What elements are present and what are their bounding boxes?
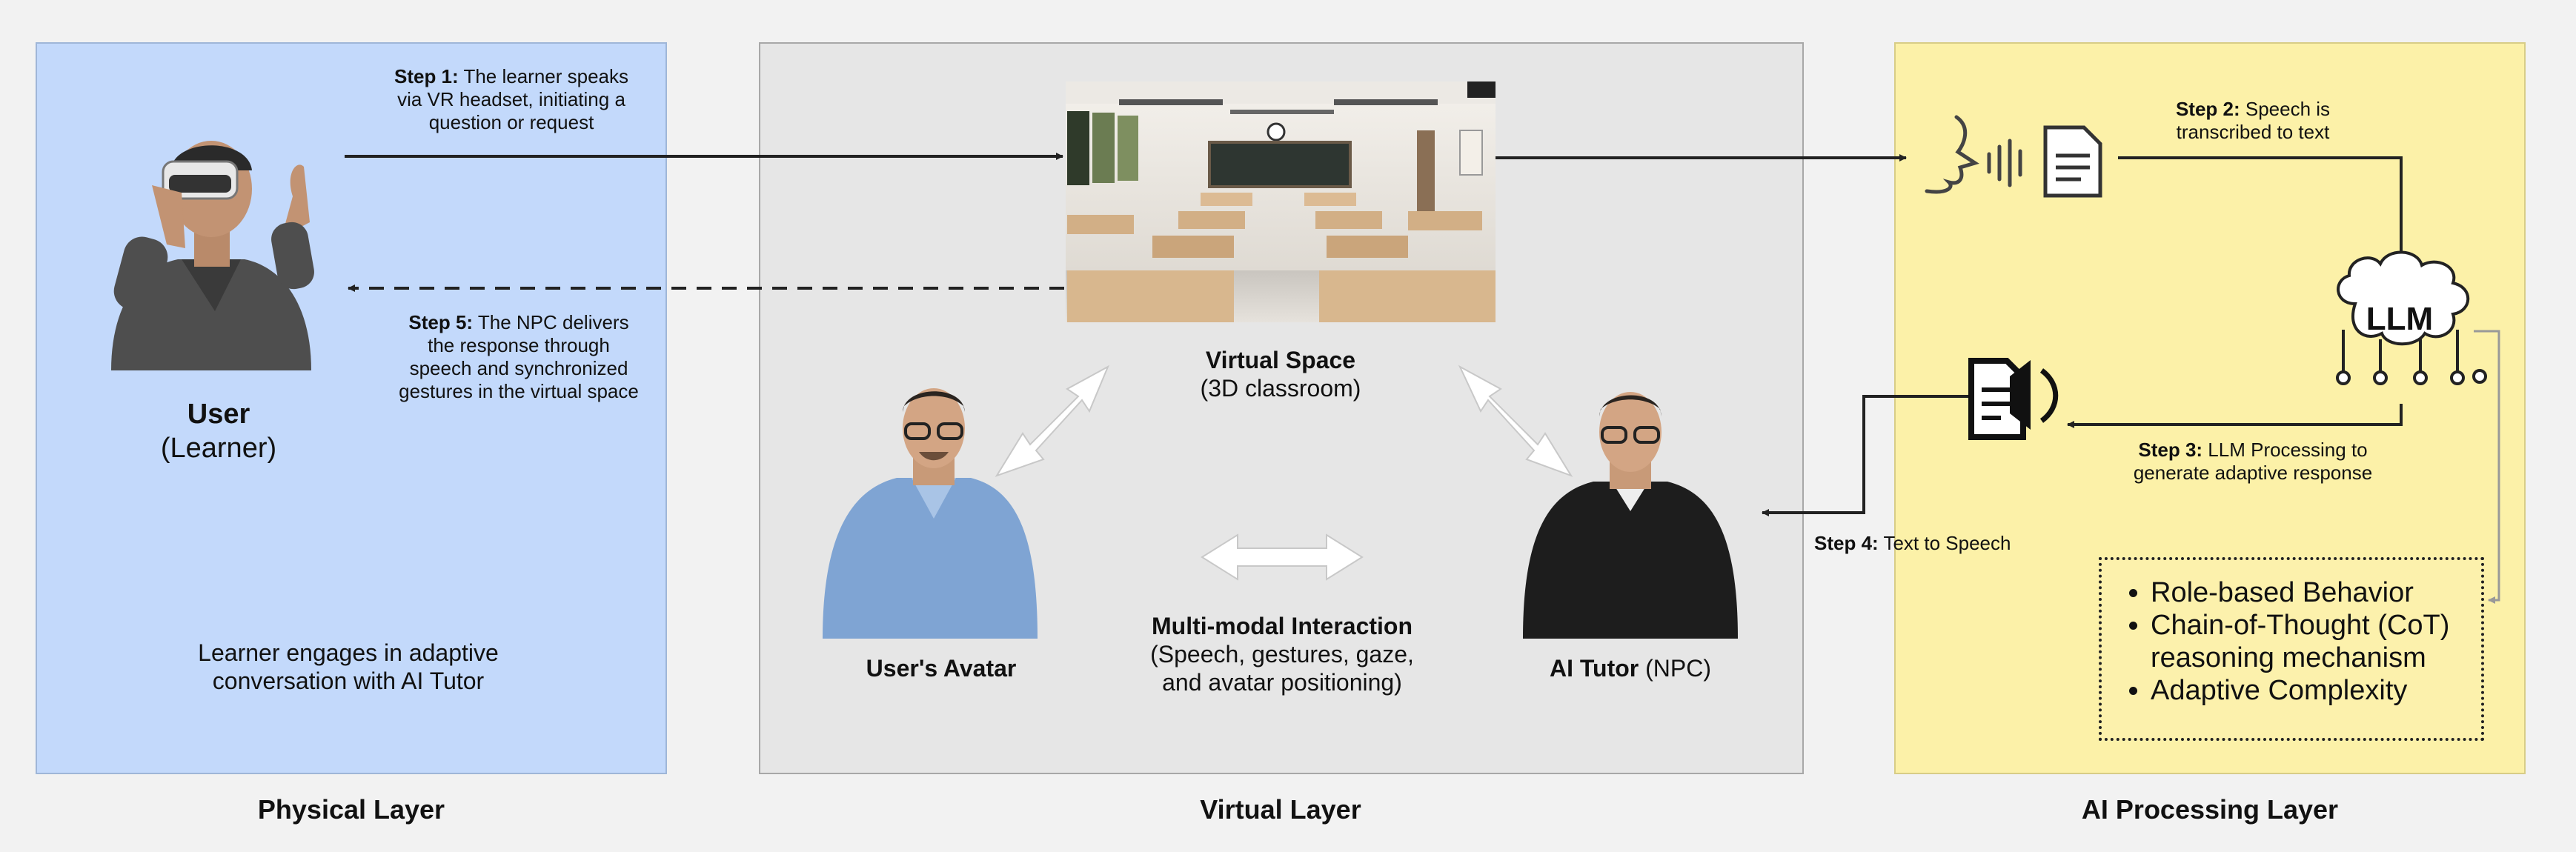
step1-line-1: The learner speaks <box>463 65 628 87</box>
step2-arrow <box>2118 156 2405 260</box>
virtual-space-title: Virtual Space <box>1205 347 1356 373</box>
step1-line-2: via VR headset, initiating a <box>397 88 625 110</box>
ai-tutor-label: AI Tutor (NPC) <box>1512 654 1749 682</box>
physical-caption: Learner engages in adaptive conversation… <box>104 639 593 695</box>
step3-line-1: LLM Processing to <box>2208 439 2368 461</box>
step4-line: Text to Speech <box>1883 532 2011 554</box>
virtual-space-label: Virtual Space (3D classroom) <box>1140 346 1421 402</box>
user-avatar-figure <box>823 388 1038 639</box>
llm-features-arrow <box>2474 330 2500 604</box>
feature-item: Chain-of-Thought (CoT) reasoning mechani… <box>2151 609 2481 674</box>
step3-line-2: generate adaptive response <box>2133 462 2373 484</box>
vr-user-illustration <box>111 141 314 370</box>
ai-tutor-suffix: (NPC) <box>1645 655 1712 682</box>
user-name: User <box>187 399 250 430</box>
physical-caption-line-2: conversation with AI Tutor <box>212 668 485 694</box>
physical-layer-title: Physical Layer <box>257 794 445 825</box>
step2-line-1: Speech is <box>2245 98 2331 120</box>
step3-label: Step 3: <box>2138 439 2203 461</box>
multimodal-interaction-label: Multi-modal Interaction (Speech, gesture… <box>1112 612 1453 696</box>
step2-line-2: transcribed to text <box>2176 121 2330 143</box>
virtual-space-subtitle: (3D classroom) <box>1200 375 1361 402</box>
virtual-classroom-image <box>1066 81 1496 322</box>
step3-arrow <box>2067 404 2403 428</box>
interaction-arrows <box>995 365 1573 581</box>
step2-text: Step 2: Speech is transcribed to text <box>2149 98 2357 144</box>
virtual-layer-title: Virtual Layer <box>1200 794 1361 825</box>
step5-line-1: The NPC delivers <box>477 311 629 333</box>
feature-item: Role-based Behavior <box>2151 576 2481 609</box>
user-label: User (Learner) <box>107 397 330 465</box>
interaction-line-2: and avatar positioning) <box>1162 669 1402 696</box>
text-to-speech-icon <box>1968 358 2059 440</box>
step3-text: Step 3: LLM Processing to generate adapt… <box>2097 439 2409 485</box>
step1-line-3: question or request <box>428 111 594 133</box>
step2-label: Step 2: <box>2175 98 2240 120</box>
llm-features-box: Role-based Behavior Chain-of-Thought (Co… <box>2099 557 2484 741</box>
step1-text: Step 1: The learner speaks via VR headse… <box>356 65 667 134</box>
llm-label: LLM <box>2366 301 2433 337</box>
ai-layer-title: AI Processing Layer <box>2081 794 2339 825</box>
interaction-line-1: (Speech, gestures, gaze, <box>1150 641 1414 668</box>
document-icon <box>2043 125 2102 198</box>
step5-line-4: gestures in the virtual space <box>399 380 639 402</box>
ai-tutor-figure <box>1523 392 1738 639</box>
feature-line: Chain-of-Thought (CoT) <box>2151 610 2450 641</box>
step4-label: Step 4: <box>1814 532 1879 554</box>
user-role: (Learner) <box>160 433 277 464</box>
step4-text: Step 4: Text to Speech <box>1814 532 2036 555</box>
ai-tutor-name: AI Tutor <box>1549 655 1639 682</box>
feature-line: reasoning mechanism <box>2151 642 2426 673</box>
physical-caption-line-1: Learner engages in adaptive <box>198 639 499 666</box>
interaction-title: Multi-modal Interaction <box>1152 613 1413 639</box>
step5-line-2: the response through <box>428 334 610 356</box>
step4-arrow <box>1762 395 1970 516</box>
step5-text: Step 5: The NPC delivers the response th… <box>371 311 667 403</box>
step5-line-3: speech and synchronized <box>409 357 628 379</box>
physical-layer-panel <box>36 42 667 774</box>
step1-label: Step 1: <box>394 65 459 87</box>
step5-label: Step 5: <box>408 311 474 333</box>
speech-icon <box>1925 115 2022 194</box>
feature-item: Adaptive Complexity <box>2151 674 2481 707</box>
llm-brain-icon <box>2336 250 2487 385</box>
user-avatar-label: User's Avatar <box>866 655 1017 682</box>
